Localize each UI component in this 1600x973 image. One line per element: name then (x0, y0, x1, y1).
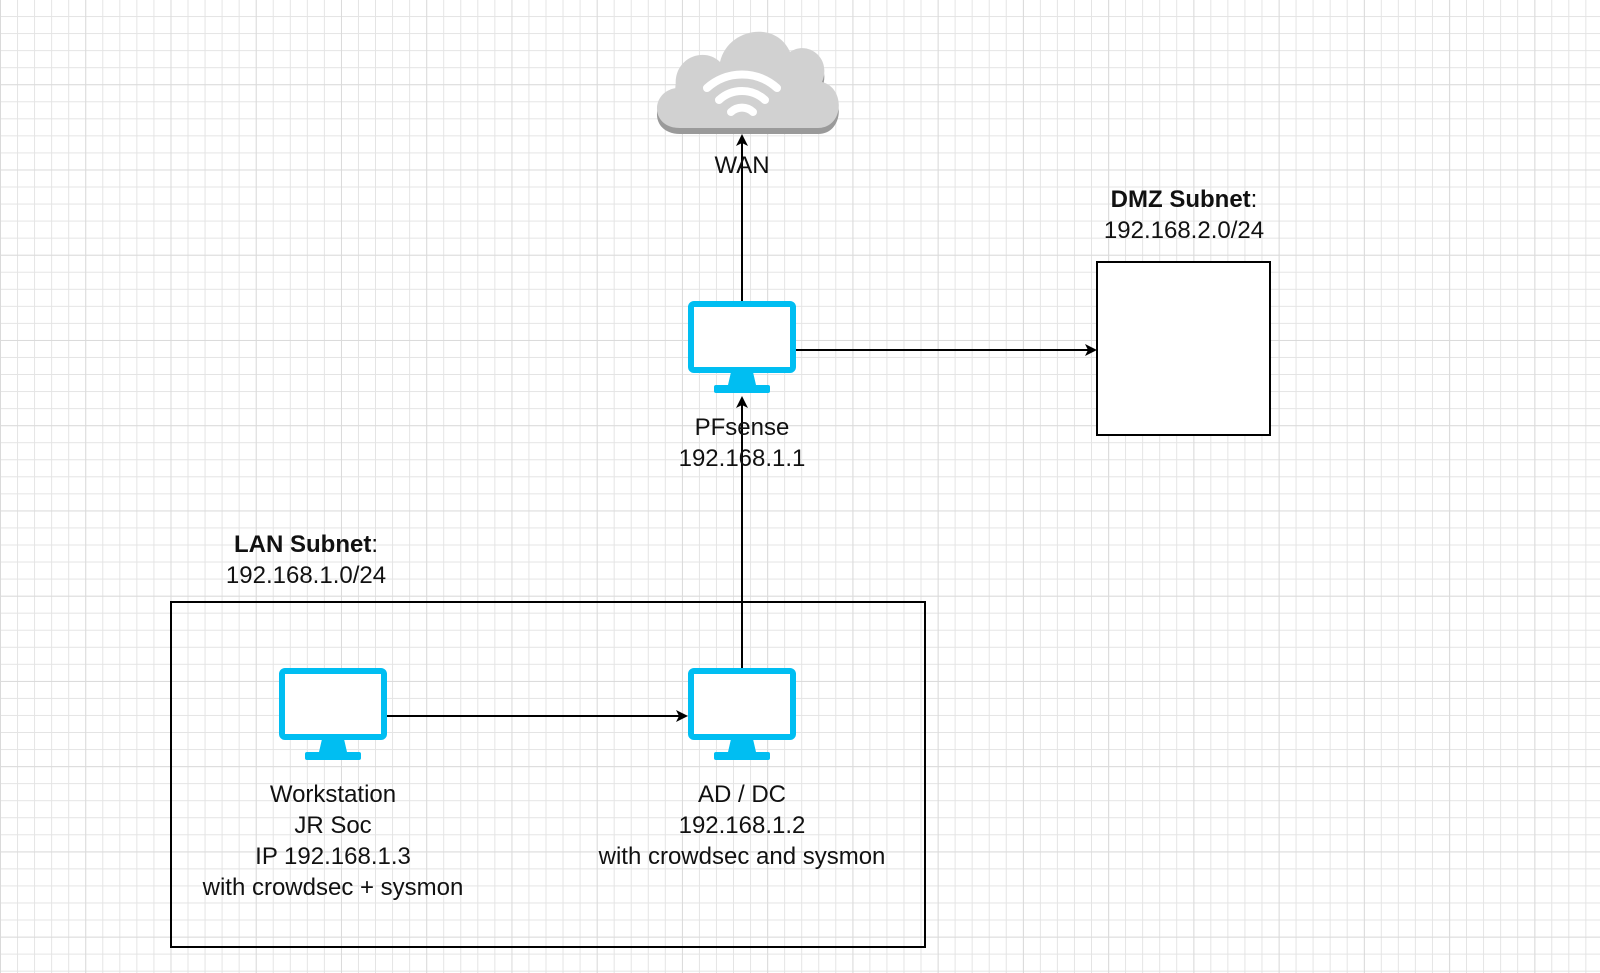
pfsense-name: PFsense (694, 414, 790, 441)
addc-tools: with crowdsec and sysmon (598, 843, 886, 870)
workstation-user: JR Soc (294, 812, 372, 839)
pfsense-monitor-icon[interactable] (691, 304, 793, 393)
dmz-subnet-label: DMZ Subnet: 192.168.2.0/24 (1103, 186, 1265, 244)
addc-ip: 192.168.1.2 (678, 812, 806, 839)
dmz-subnet-cidr: 192.168.2.0/24 (1103, 217, 1265, 244)
addc-name: AD / DC (697, 781, 786, 808)
pfsense-label: PFsense 192.168.1.1 (679, 412, 806, 474)
addc-monitor-icon[interactable] (691, 671, 793, 760)
dmz-subnet-title: DMZ Subnet (1110, 186, 1251, 213)
workstation-name: Workstation (269, 781, 397, 808)
workstation-label: Workstation JR Soc IP 192.168.1.3 with c… (203, 779, 464, 903)
lan-subnet-cidr: 192.168.1.0/24 (225, 562, 387, 589)
workstation-tools: with crowdsec + sysmon (202, 874, 464, 901)
lan-subnet-title: LAN Subnet (234, 531, 372, 558)
wifi-cloud-icon[interactable] (656, 31, 839, 134)
wan-label: WAN (714, 152, 770, 179)
addc-label: AD / DC 192.168.1.2 with crowdsec and sy… (599, 779, 886, 872)
pfsense-ip: 192.168.1.1 (678, 445, 806, 472)
workstation-monitor-icon[interactable] (282, 671, 384, 760)
workstation-ip: IP 192.168.1.3 (255, 843, 411, 870)
lan-subnet-box[interactable] (170, 601, 926, 948)
lan-subnet-label: LAN Subnet: 192.168.1.0/24 (225, 531, 387, 589)
dmz-subnet-box[interactable] (1096, 261, 1271, 436)
